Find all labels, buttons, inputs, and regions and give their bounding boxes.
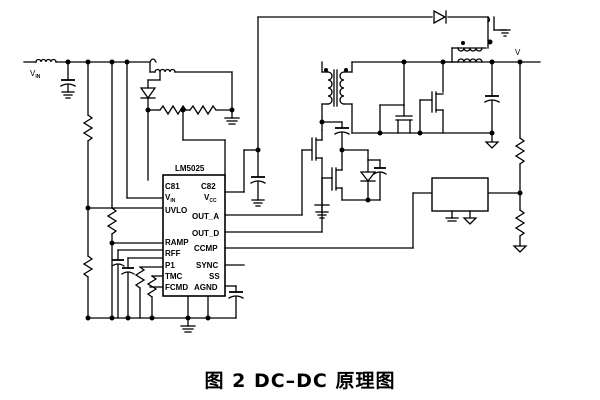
vin-label: VIN xyxy=(30,69,41,80)
pin-ramp: RAMP xyxy=(165,238,189,247)
pin-ss: SS xyxy=(209,272,220,281)
input-section: VIN xyxy=(23,58,245,333)
pin-tmc: TMC xyxy=(165,272,183,281)
resistor-r4 xyxy=(514,137,526,165)
input-inductor xyxy=(35,58,57,63)
aux-winding xyxy=(154,68,176,73)
resistor-r5 xyxy=(514,209,526,237)
power-stage xyxy=(224,61,433,249)
transformer-primary xyxy=(327,71,333,105)
pin-c81: C81 xyxy=(165,182,180,191)
pin-out-d: OUT_D xyxy=(192,229,219,238)
secondary-section: V xyxy=(351,39,541,253)
dc-dc-schematic: VIN xyxy=(23,9,541,333)
lm5025-ic: LM5025 C81 VIN UVLO RAMP RFF P1 TMC FCMD… xyxy=(162,164,226,297)
pin-rff: RFF xyxy=(165,249,181,258)
pin-p1: P1 xyxy=(165,261,175,270)
pin-uvlo: UVLO xyxy=(165,206,187,215)
vcc-supply-section xyxy=(224,9,511,207)
pin-fcmd: FCMD xyxy=(165,283,188,292)
pin-vcc: VCC xyxy=(204,193,217,204)
pin-c82: C82 xyxy=(201,182,216,191)
pin-agnd: AGND xyxy=(194,283,218,292)
figure-caption: 图 2 DC–DC 原理图 xyxy=(204,370,396,392)
resistor-r3 xyxy=(106,207,118,235)
pin-out-a: OUT_A xyxy=(192,212,219,221)
resistor-r2 xyxy=(82,255,94,278)
output-inductor xyxy=(457,58,483,63)
ic-name: LM5025 xyxy=(175,164,205,173)
transformer-secondary xyxy=(339,71,345,105)
resistor-r1 xyxy=(82,114,94,142)
pin-sync: SYNC xyxy=(196,261,218,270)
vout-label: V xyxy=(515,48,521,57)
pin-vin: VIN xyxy=(165,193,176,204)
feedback-block xyxy=(431,177,489,212)
pin-ccmp: CCMP xyxy=(194,244,218,253)
bias-supply-section xyxy=(139,58,240,181)
